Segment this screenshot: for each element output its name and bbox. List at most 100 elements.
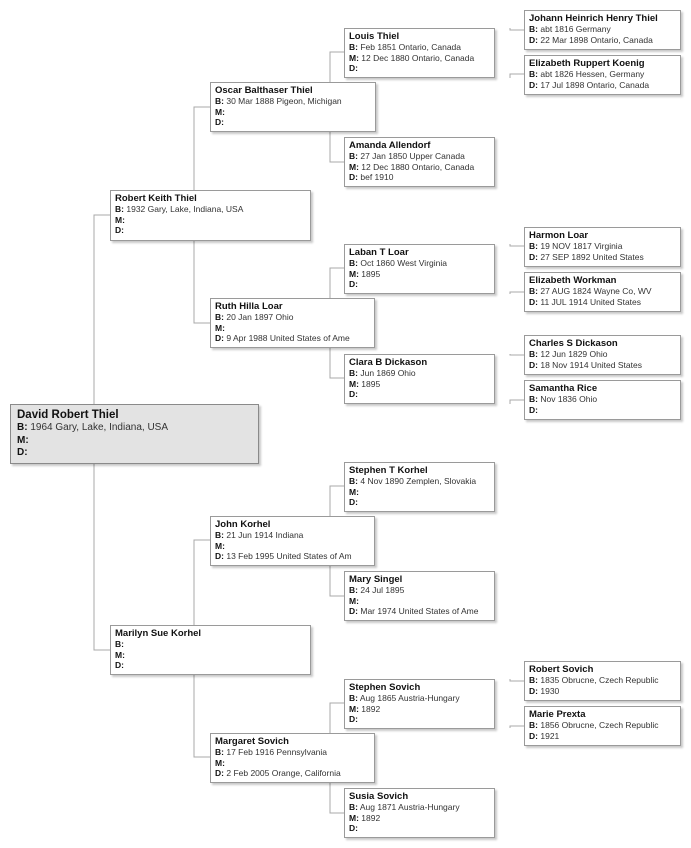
- death-label: D:: [349, 389, 358, 399]
- birth-label: B:: [349, 476, 358, 486]
- person-card-elizabeth-koenig[interactable]: Elizabeth Ruppert Koenig B: abt 1826 Hes…: [524, 55, 681, 95]
- connector-john: [329, 485, 344, 597]
- birth-value: Aug 1865 Austria-Hungary: [359, 693, 460, 703]
- death-label: D:: [529, 359, 538, 370]
- birth-value: 19 NOV 1817 Virginia: [540, 241, 623, 251]
- death-label: D:: [349, 497, 358, 507]
- person-name: Robert Sovich: [529, 664, 594, 675]
- marriage-label: M:: [215, 322, 225, 333]
- marriage-label: M:: [17, 434, 29, 446]
- death-value: 1930: [540, 685, 560, 696]
- person-card-johann-thiel[interactable]: Johann Heinrich Henry Thiel B: abt 1816 …: [524, 10, 681, 50]
- death-value: 17 Jul 1898 Ontario, Canada: [540, 79, 650, 90]
- connector-margaret: [329, 702, 344, 814]
- birth-label: B:: [529, 241, 538, 251]
- death-label: D:: [215, 768, 224, 778]
- birth-label: B:: [349, 802, 358, 812]
- person-name: Elizabeth Workman: [529, 275, 617, 286]
- marriage-label: M:: [215, 540, 225, 551]
- person-name: Mary Singel: [349, 574, 403, 585]
- death-label: D:: [529, 34, 538, 45]
- birth-value: 17 Feb 1916 Pennsylvania: [226, 747, 328, 757]
- person-name: Margaret Sovich: [215, 736, 289, 747]
- person-name: Clara B Dickason: [349, 357, 428, 368]
- birth-label: B:: [529, 24, 538, 34]
- person-card-elizabeth-workman[interactable]: Elizabeth Workman B: 27 AUG 1824 Wayne C…: [524, 272, 681, 312]
- birth-value: 12 Jun 1829 Ohio: [540, 349, 608, 359]
- birth-value: 30 Mar 1888 Pigeon, Michigan: [226, 96, 342, 106]
- person-name: Samantha Rice: [529, 383, 598, 394]
- person-card-clara-dickason[interactable]: Clara B Dickason B: Jun 1869 Ohio M: 189…: [344, 354, 495, 404]
- person-name: Charles S Dickason: [529, 338, 618, 349]
- death-value: 2 Feb 2005 Orange, California: [226, 768, 341, 778]
- person-card-amanda-allendorf[interactable]: Amanda Allendorf B: 27 Jan 1850 Upper Ca…: [344, 137, 495, 187]
- person-card-susia-sovich[interactable]: Susia Sovich B: Aug 1871 Austria-Hungary…: [344, 788, 495, 838]
- person-name: Johann Heinrich Henry Thiel: [529, 13, 658, 24]
- person-card-mother[interactable]: Marilyn Sue Korhel B: M: D:: [110, 625, 311, 675]
- birth-value: 1835 Obrucne, Czech Republic: [540, 675, 659, 685]
- birth-value: Nov 1836 Ohio: [540, 394, 598, 404]
- person-card-stephen-t-korhel[interactable]: Stephen T Korhel B: 4 Nov 1890 Zemplen, …: [344, 462, 495, 512]
- person-name: Amanda Allendorf: [349, 140, 431, 151]
- birth-value: abt 1816 Germany: [540, 24, 611, 34]
- person-card-root[interactable]: David Robert Thiel B: 1964 Gary, Lake, I…: [10, 404, 259, 464]
- marriage-label: M:: [349, 52, 359, 63]
- person-name: Harmon Loar: [529, 230, 589, 241]
- person-name: Marie Prexta: [529, 709, 586, 720]
- birth-label: B:: [215, 312, 224, 322]
- birth-label: B:: [349, 585, 358, 595]
- person-card-laban-loar[interactable]: Laban T Loar B: Oct 1860 West Virginia M…: [344, 244, 495, 294]
- birth-value: Jun 1869 Ohio: [360, 368, 416, 378]
- person-card-samantha-rice[interactable]: Samantha Rice B: Nov 1836 Ohio D:: [524, 380, 681, 420]
- person-card-robert-sovich[interactable]: Robert Sovich B: 1835 Obrucne, Czech Rep…: [524, 661, 681, 701]
- death-label: D:: [349, 279, 358, 289]
- connector-louis: [509, 28, 524, 78]
- death-value: 22 Mar 1898 Ontario, Canada: [540, 34, 653, 45]
- person-card-paternal-grandfather[interactable]: Oscar Balthaser Thiel B: 30 Mar 1888 Pig…: [210, 82, 376, 132]
- marriage-label: M:: [115, 649, 125, 660]
- person-card-charles-dickason[interactable]: Charles S Dickason B: 12 Jun 1829 Ohio D…: [524, 335, 681, 375]
- death-label: D:: [349, 172, 358, 182]
- death-label: D:: [349, 63, 358, 73]
- death-label: D:: [349, 823, 358, 833]
- marriage-label: M:: [349, 486, 359, 497]
- marriage-label: M:: [215, 757, 225, 768]
- person-name: Stephen Sovich: [349, 682, 421, 693]
- person-name: Louis Thiel: [349, 31, 400, 42]
- birth-value: 27 Jan 1850 Upper Canada: [360, 151, 465, 161]
- birth-label: B:: [529, 720, 538, 730]
- birth-value: Aug 1871 Austria-Hungary: [359, 802, 460, 812]
- birth-label: B:: [529, 286, 538, 296]
- person-card-louis-thiel[interactable]: Louis Thiel B: Feb 1851 Ontario, Canada …: [344, 28, 495, 78]
- person-name: Robert Keith Thiel: [115, 193, 197, 204]
- death-value: 13 Feb 1995 United States of Am: [226, 551, 352, 561]
- person-card-mary-singel[interactable]: Mary Singel B: 24 Jul 1895 M: D: Mar 197…: [344, 571, 495, 621]
- person-card-harmon-loar[interactable]: Harmon Loar B: 19 NOV 1817 Virginia D: 2…: [524, 227, 681, 267]
- death-value: 27 SEP 1892 United States: [540, 251, 644, 262]
- person-card-stephen-sovich[interactable]: Stephen Sovich B: Aug 1865 Austria-Hunga…: [344, 679, 495, 729]
- person-card-father[interactable]: Robert Keith Thiel B: 1932 Gary, Lake, I…: [110, 190, 311, 241]
- connector-root: [93, 214, 110, 651]
- death-label: D:: [529, 404, 538, 415]
- person-name: Marilyn Sue Korhel: [115, 628, 202, 639]
- person-name: Susia Sovich: [349, 791, 409, 802]
- marriage-label: M:: [349, 378, 359, 389]
- person-card-maternal-grandmother[interactable]: Margaret Sovich B: 17 Feb 1916 Pennsylva…: [210, 733, 375, 783]
- person-card-maternal-grandfather[interactable]: John Korhel B: 21 Jun 1914 Indiana M: D:…: [210, 516, 375, 566]
- death-label: D:: [349, 714, 358, 724]
- person-name: Elizabeth Ruppert Koenig: [529, 58, 645, 69]
- birth-label: B:: [17, 422, 28, 433]
- person-card-marie-prexta[interactable]: Marie Prexta B: 1856 Obrucne, Czech Repu…: [524, 706, 681, 746]
- birth-label: B:: [349, 151, 358, 161]
- death-value: Mar 1974 United States of Ame: [360, 606, 479, 616]
- death-value: 1921: [540, 730, 560, 741]
- birth-label: B:: [349, 368, 358, 378]
- birth-label: B:: [215, 96, 224, 106]
- person-card-paternal-grandmother[interactable]: Ruth Hilla Loar B: 20 Jan 1897 Ohio M: D…: [210, 298, 375, 348]
- birth-label: B:: [529, 394, 538, 404]
- birth-value: 24 Jul 1895: [360, 585, 405, 595]
- marriage-value: 12 Dec 1880 Ontario, Canada: [361, 52, 475, 63]
- death-label: D:: [529, 730, 538, 741]
- death-label: D:: [215, 551, 224, 561]
